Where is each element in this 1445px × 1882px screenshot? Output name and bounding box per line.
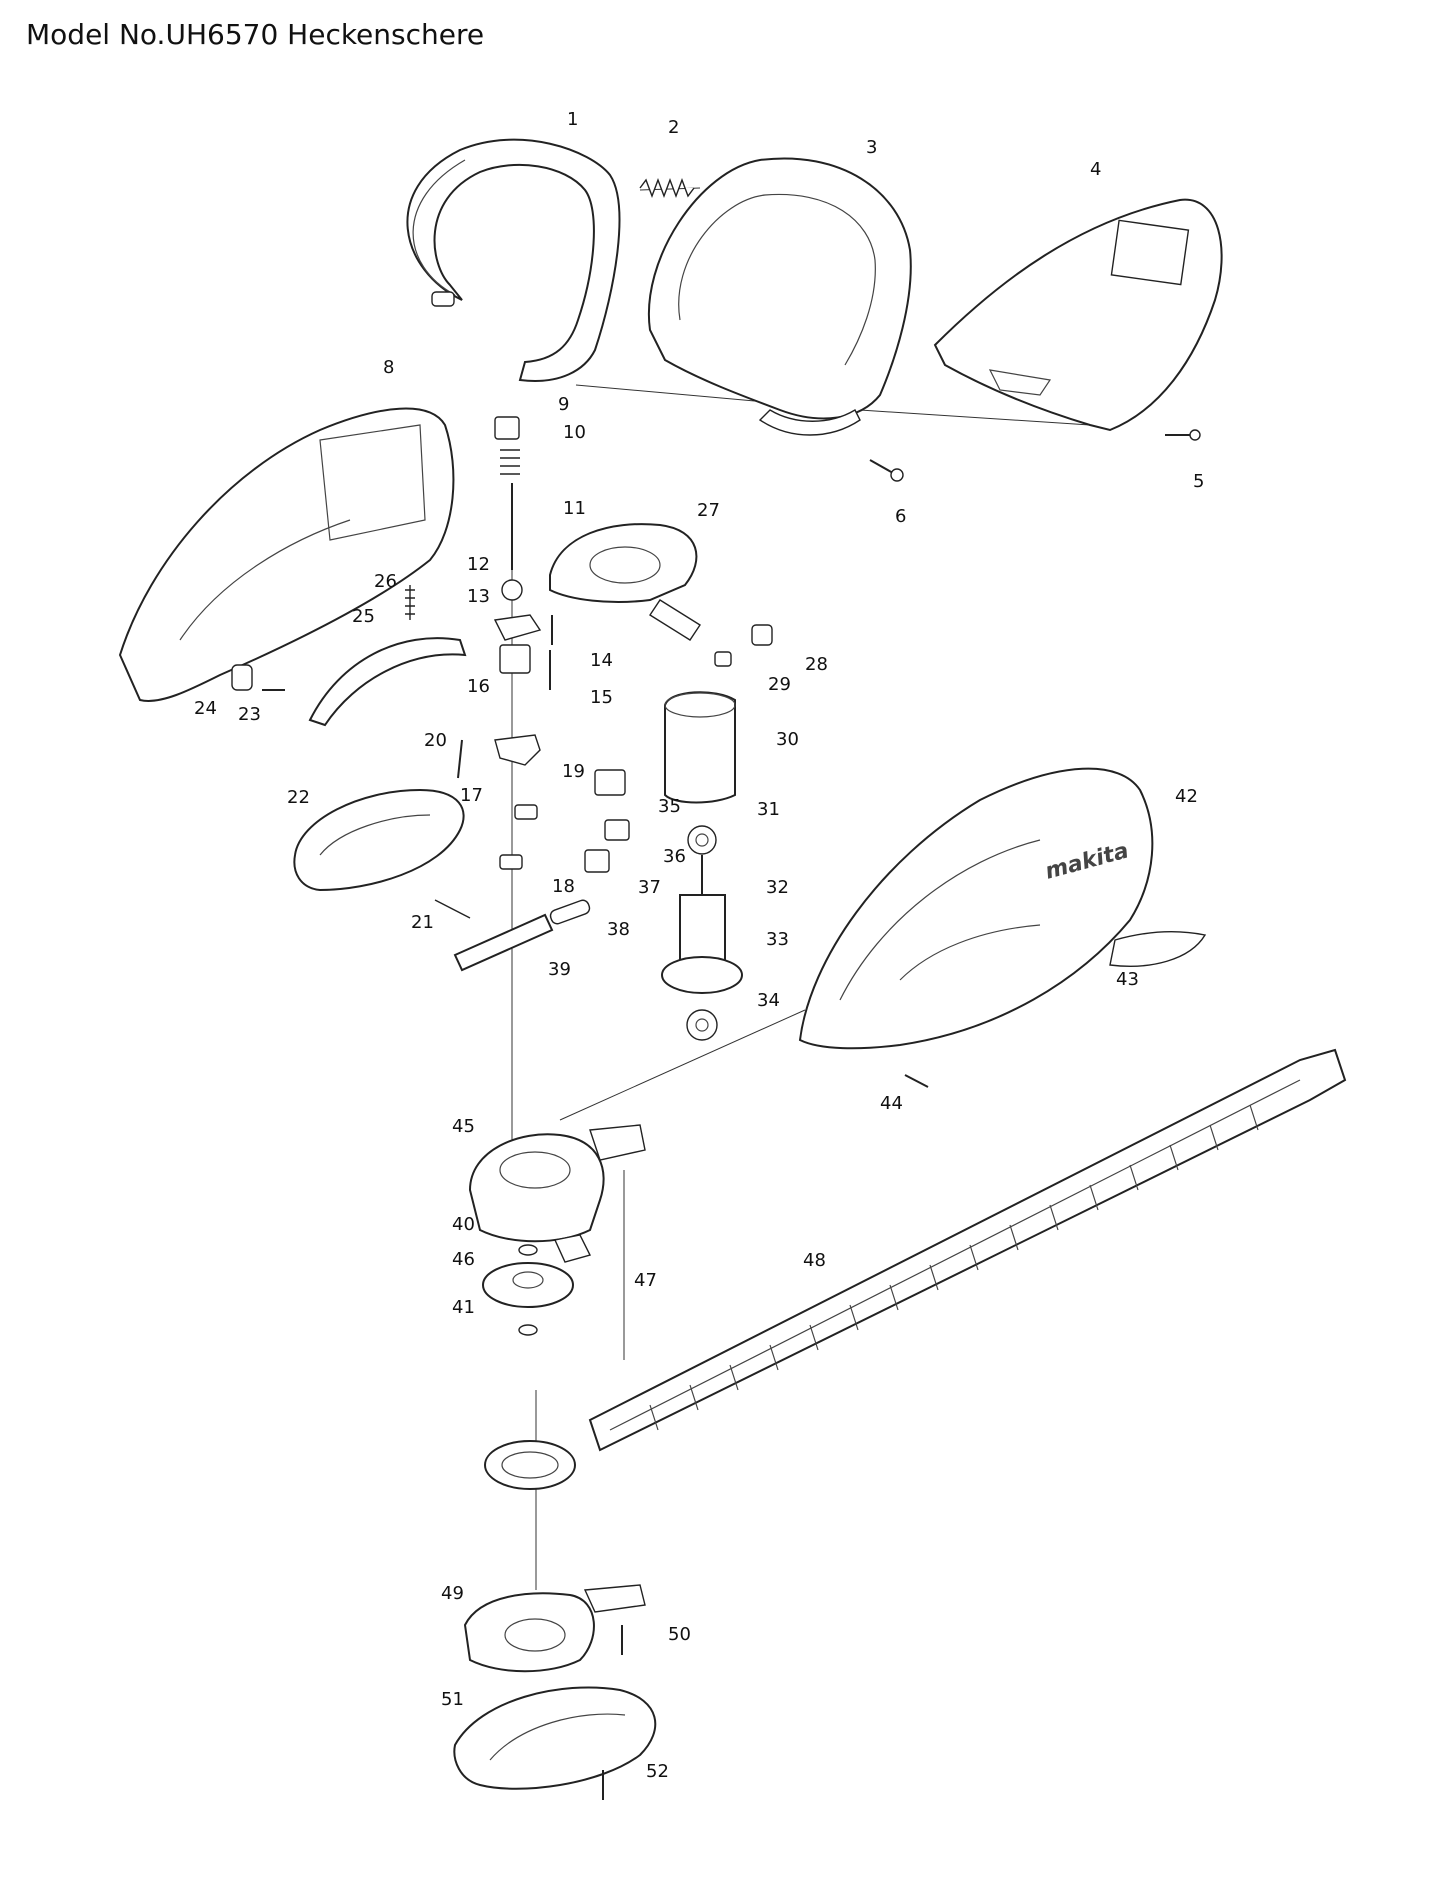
part-24-nut bbox=[231, 664, 253, 691]
callout-22: 22 bbox=[287, 787, 310, 808]
part-20-pin bbox=[457, 739, 463, 779]
part-21-spring bbox=[434, 899, 471, 919]
part-39-cord-guard bbox=[453, 913, 554, 972]
part-40-washer bbox=[518, 1244, 538, 1256]
part-29-carbon-brush bbox=[714, 651, 732, 667]
callout-51: 51 bbox=[441, 1689, 464, 1710]
part-42-housing-right: makita bbox=[798, 767, 1154, 1050]
part-22-trigger-housing bbox=[293, 788, 465, 892]
part-36-block bbox=[604, 819, 630, 841]
part-9-cap bbox=[494, 416, 520, 440]
callout-9: 9 bbox=[558, 394, 569, 415]
callout-24: 24 bbox=[194, 698, 217, 719]
part-10-spring bbox=[500, 449, 520, 475]
callout-39: 39 bbox=[548, 959, 571, 980]
part-30-field bbox=[664, 691, 736, 804]
callout-43: 43 bbox=[1116, 969, 1139, 990]
callout-33: 33 bbox=[766, 929, 789, 950]
callout-14: 14 bbox=[590, 650, 613, 671]
part-1-front-handle bbox=[406, 138, 621, 382]
callout-13: 13 bbox=[467, 586, 490, 607]
part-13-lever bbox=[493, 614, 542, 641]
callout-44: 44 bbox=[880, 1093, 903, 1114]
callout-46: 46 bbox=[452, 1249, 475, 1270]
part-3-rear-handle bbox=[647, 157, 912, 436]
part-38-sleeve bbox=[549, 899, 591, 925]
callout-4: 4 bbox=[1090, 159, 1101, 180]
page-title: Model No.UH6570 Heckenschere bbox=[26, 18, 485, 51]
callout-30: 30 bbox=[776, 729, 799, 750]
part-48-blade bbox=[484, 1048, 1347, 1490]
part-5-screw bbox=[1165, 429, 1201, 441]
callout-41: 41 bbox=[452, 1297, 475, 1318]
callout-32: 32 bbox=[766, 877, 789, 898]
part-37-terminal bbox=[584, 849, 610, 873]
callout-3: 3 bbox=[866, 137, 877, 158]
part-45-gear-housing bbox=[468, 1124, 646, 1243]
part-4-guard-shield bbox=[933, 198, 1223, 432]
callout-26: 26 bbox=[374, 571, 397, 592]
callout-1: 1 bbox=[567, 109, 578, 130]
callout-40: 40 bbox=[452, 1214, 475, 1235]
callout-36: 36 bbox=[663, 846, 686, 867]
callout-18: 18 bbox=[552, 876, 575, 897]
part-32-armature bbox=[679, 855, 726, 961]
part-12-bushing bbox=[501, 579, 523, 601]
part-43-guard bbox=[1109, 931, 1207, 967]
callout-34: 34 bbox=[757, 990, 780, 1011]
part-34-bearing bbox=[686, 1009, 718, 1041]
callout-11: 11 bbox=[563, 498, 586, 519]
callout-48: 48 bbox=[803, 1250, 826, 1271]
callout-42: 42 bbox=[1175, 786, 1198, 807]
callout-21: 21 bbox=[411, 912, 434, 933]
callout-31: 31 bbox=[757, 799, 780, 820]
callout-17: 17 bbox=[460, 785, 483, 806]
part-18-connector bbox=[499, 854, 523, 870]
callout-45: 45 bbox=[452, 1116, 475, 1137]
part-33-fan bbox=[661, 956, 743, 994]
callout-19: 19 bbox=[562, 761, 585, 782]
callout-10: 10 bbox=[563, 422, 586, 443]
part-25-grip-bar bbox=[308, 637, 467, 727]
callout-12: 12 bbox=[467, 554, 490, 575]
part-47-clip bbox=[553, 1234, 592, 1263]
callout-47: 47 bbox=[634, 1270, 657, 1291]
callout-52: 52 bbox=[646, 1761, 669, 1782]
part-27-motor-bracket bbox=[549, 523, 701, 641]
callout-6: 6 bbox=[895, 506, 906, 527]
part-19-trigger bbox=[494, 734, 541, 766]
part-46-gear bbox=[482, 1262, 574, 1308]
callout-5: 5 bbox=[1193, 471, 1204, 492]
part-44-screw bbox=[904, 1074, 929, 1088]
callout-38: 38 bbox=[607, 919, 630, 940]
part-6-screw bbox=[869, 459, 904, 482]
part-49-gear-cover bbox=[463, 1584, 646, 1673]
callout-50: 50 bbox=[668, 1624, 691, 1645]
part-2-spring bbox=[639, 178, 695, 198]
callout-2: 2 bbox=[668, 117, 679, 138]
part-35-switch bbox=[594, 769, 626, 796]
callout-29: 29 bbox=[768, 674, 791, 695]
callout-27: 27 bbox=[697, 500, 720, 521]
callout-16: 16 bbox=[467, 676, 490, 697]
callout-37: 37 bbox=[638, 877, 661, 898]
callout-25: 25 bbox=[352, 606, 375, 627]
callout-35: 35 bbox=[658, 796, 681, 817]
callout-23: 23 bbox=[238, 704, 261, 725]
part-31-bearing bbox=[687, 825, 717, 855]
callout-8: 8 bbox=[383, 357, 394, 378]
part-16-block bbox=[499, 644, 531, 674]
part-8-housing-left bbox=[118, 407, 455, 702]
callout-28: 28 bbox=[805, 654, 828, 675]
part-51-bottom-cover bbox=[453, 1686, 657, 1790]
part-17-connector bbox=[514, 804, 538, 820]
callout-15: 15 bbox=[590, 687, 613, 708]
part-41-washer bbox=[518, 1324, 538, 1336]
part-28-brush-holder bbox=[751, 624, 773, 646]
callout-49: 49 bbox=[441, 1583, 464, 1604]
part-26-spring bbox=[405, 585, 415, 620]
callout-20: 20 bbox=[424, 730, 447, 751]
